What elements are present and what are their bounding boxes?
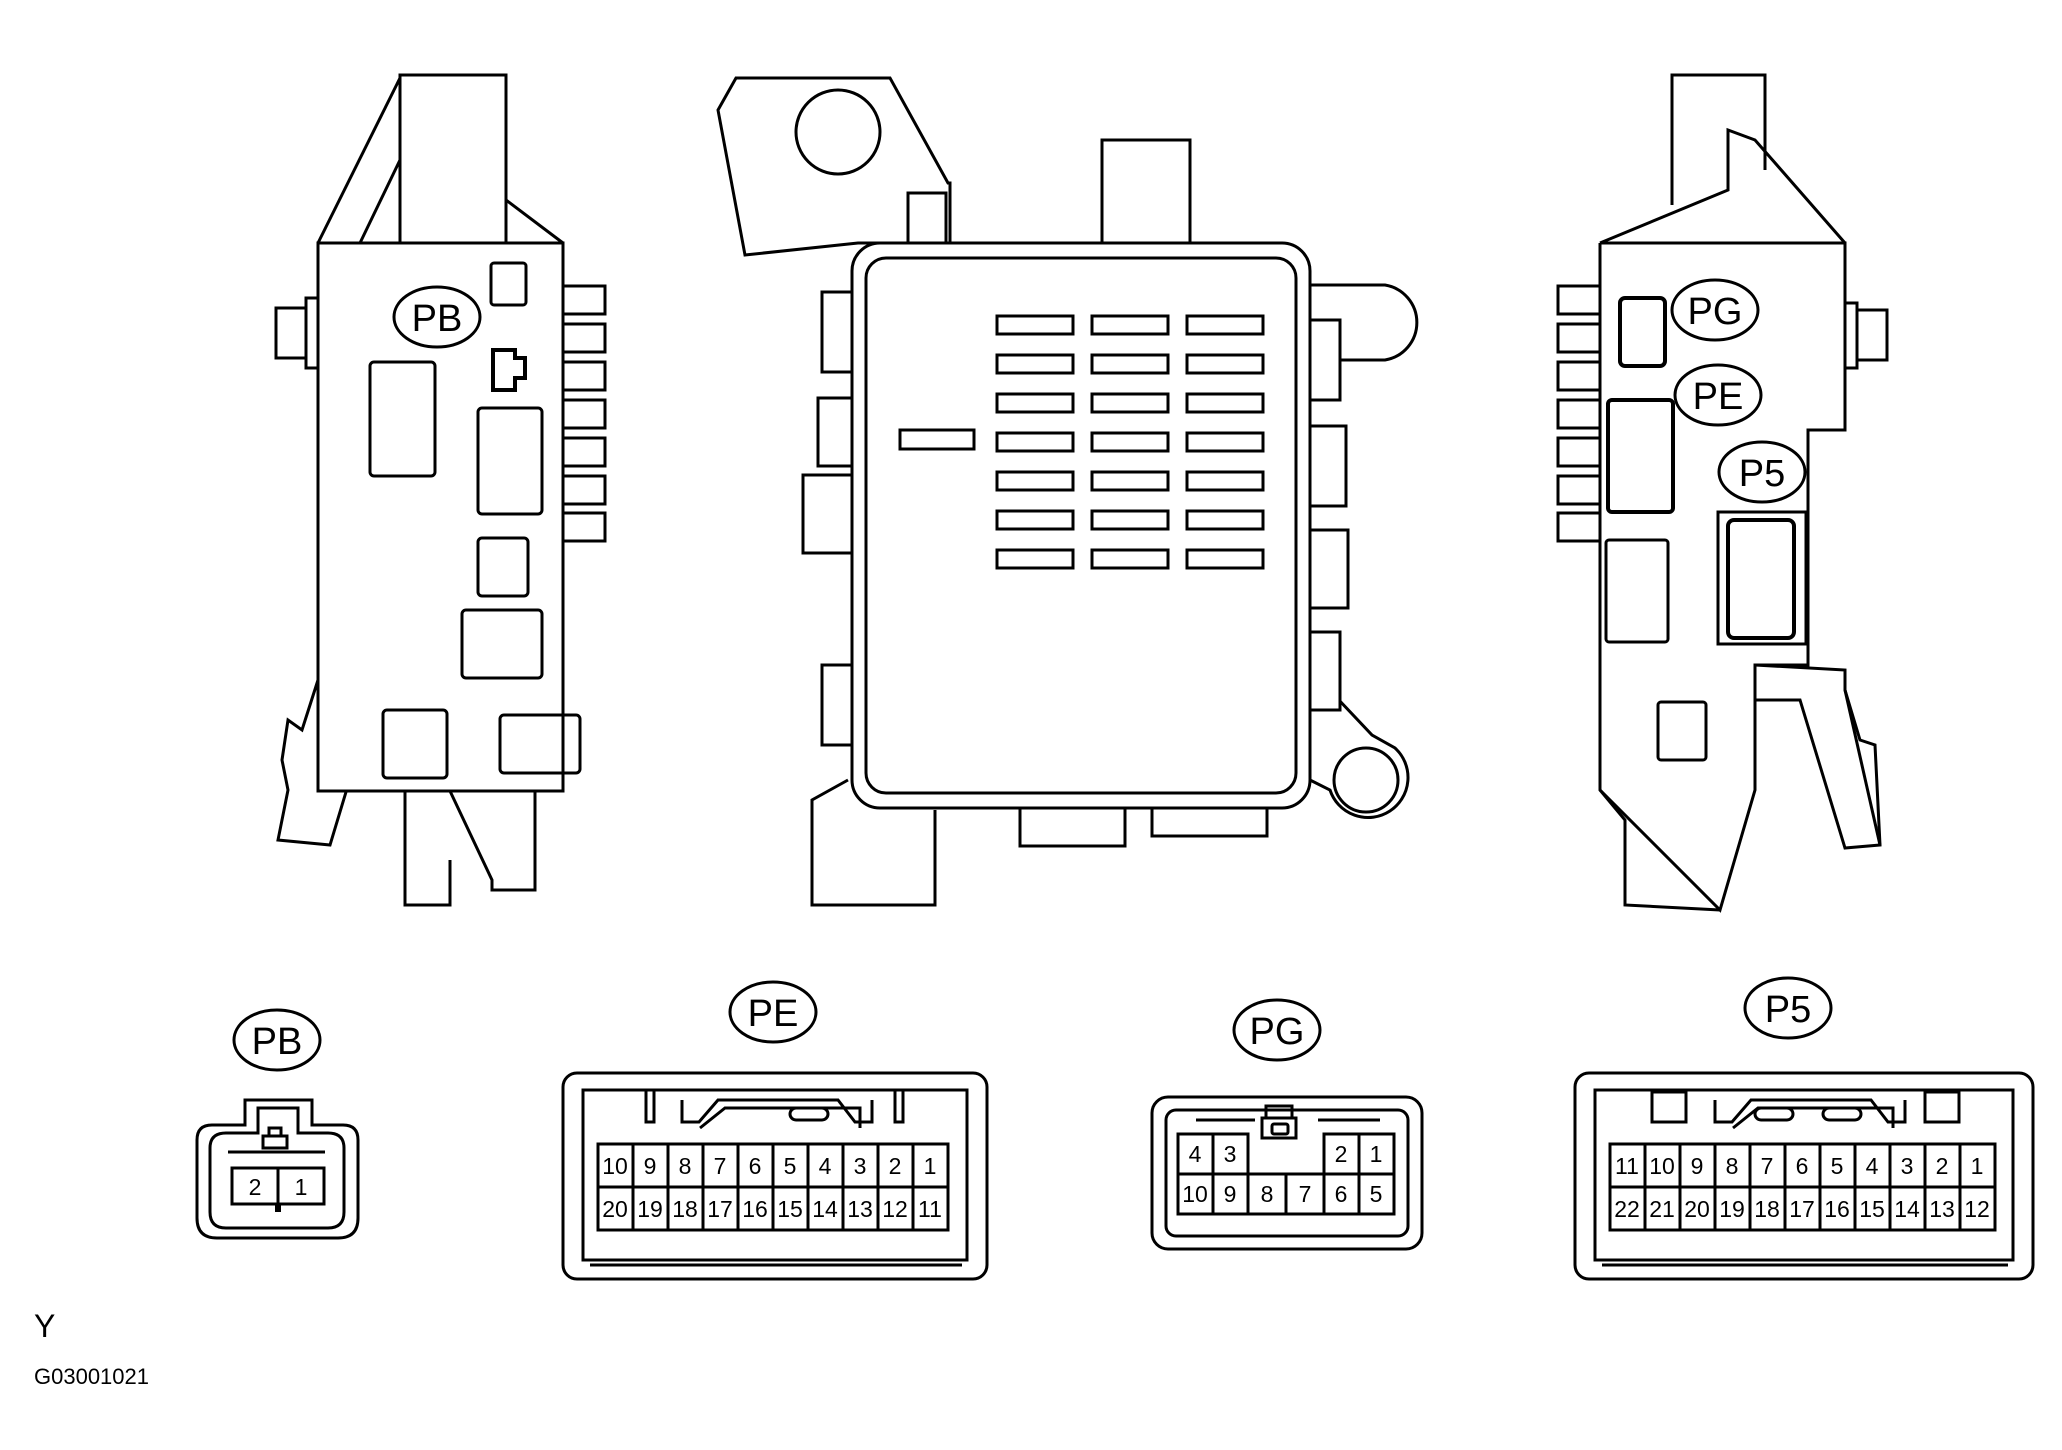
connector-pe-label: PE [748,993,799,1035]
connector-pe-pin: 4 [819,1153,832,1179]
callout-pb-left: PB [392,285,482,349]
figure-code: G03001021 [34,1364,149,1389]
connector-p5: P5 11 10 9 8 7 6 5 4 3 2 1 22 21 20 [1573,976,2035,1281]
connector-pg-pin: 10 [1182,1181,1208,1207]
connector-p5-pin: 6 [1796,1153,1809,1179]
callout-pe-right-label: PE [1693,376,1744,418]
connector-p5-pin: 11 [1615,1153,1639,1179]
connector-pe-pin: 6 [749,1153,762,1179]
connector-pe-pin: 19 [637,1196,663,1222]
connector-pe-pin: 2 [889,1153,902,1179]
connector-p5-pin: 18 [1754,1196,1780,1222]
connector-p5-pin: 7 [1761,1153,1774,1179]
connector-pe-pin: 13 [847,1196,873,1222]
connector-pb-label: PB [252,1021,303,1063]
connector-p5-pin: 8 [1726,1153,1739,1179]
connector-p5-pin: 19 [1719,1196,1745,1222]
connector-pe-pin: 9 [644,1153,657,1179]
connector-p5-pin: 1 [1971,1153,1984,1179]
connector-p5-pin: 15 [1859,1196,1885,1222]
connector-p5-pin: 5 [1831,1153,1844,1179]
connector-pg-pin: 1 [1370,1141,1383,1167]
connector-p5-pin: 14 [1894,1196,1920,1222]
connector-pe-pin: 11 [918,1196,942,1222]
connector-pg-pin: 7 [1299,1181,1312,1207]
connector-pe-pin: 18 [672,1196,698,1222]
left-junction-block [274,73,607,907]
connector-pg-pins: 4 3 2 1 10 9 8 7 6 5 [1176,1132,1396,1216]
callout-pe-right: PE [1673,363,1763,427]
connector-pe-pins: 10 9 8 7 6 5 4 3 2 1 20 19 18 17 16 15 1… [596,1142,950,1232]
connector-p5-pin: 10 [1649,1153,1675,1179]
connector-pb-pin: 1 [295,1174,308,1200]
connector-pg-pin: 8 [1261,1181,1274,1207]
fuse-grid [995,314,1265,570]
connector-pg-pin: 4 [1189,1141,1202,1167]
callout-pg-right: PG [1670,278,1760,342]
connector-pe-pin: 12 [882,1196,908,1222]
connector-pe-pin: 5 [784,1153,797,1179]
connector-pe-pin: 16 [742,1196,768,1222]
connector-p5-label: P5 [1765,989,1811,1031]
connector-pe-pin: 17 [707,1196,733,1222]
connector-p5-pin: 13 [1929,1196,1955,1222]
connector-p5-pin: 17 [1789,1196,1815,1222]
connector-pe-pin: 8 [679,1153,692,1179]
connector-pe-pin: 3 [854,1153,867,1179]
connector-pb: PB 2 1 [195,1008,360,1240]
connector-pg-label: PG [1250,1011,1305,1053]
callout-p5-right-label: P5 [1739,453,1785,495]
connector-pg-pin: 6 [1335,1181,1348,1207]
center-junction-block [716,76,1419,907]
connector-pg-pin: 5 [1370,1181,1383,1207]
connector-pb-pin: 2 [249,1174,262,1200]
connector-p5-pin: 16 [1824,1196,1850,1222]
connector-pg-pin: 3 [1224,1141,1237,1167]
connector-pe-pin: 10 [602,1153,628,1179]
connector-pe: PE 10 9 8 7 6 5 4 3 2 1 20 19 18 17 16 [561,980,989,1281]
right-junction-block [1556,73,1889,913]
connector-pe-pin: 14 [812,1196,838,1222]
connector-p5-pin: 4 [1866,1153,1879,1179]
connector-pg: PG 4 3 2 1 10 9 8 7 6 5 [1150,998,1424,1251]
connector-pe-pin: 1 [924,1153,937,1179]
connector-pg-pin: 9 [1224,1181,1237,1207]
connector-p5-pins: 11 10 9 8 7 6 5 4 3 2 1 22 21 20 19 18 1… [1608,1142,1997,1232]
connector-p5-pin: 2 [1936,1153,1949,1179]
connector-pe-pin: 20 [602,1196,628,1222]
connector-pg-pin: 2 [1335,1141,1348,1167]
connector-p5-pin: 22 [1614,1196,1640,1222]
connector-p5-pin: 3 [1901,1153,1914,1179]
connector-p5-pin: 9 [1691,1153,1704,1179]
callout-pg-right-label: PG [1688,291,1743,333]
connector-pe-pin: 7 [714,1153,727,1179]
connector-pe-pin: 15 [777,1196,803,1222]
callout-p5-right: P5 [1717,440,1807,504]
view-letter: Y [34,1308,55,1344]
connector-p5-pin: 21 [1649,1196,1675,1222]
connector-p5-pin: 20 [1684,1196,1710,1222]
connector-p5-pin: 12 [1964,1196,1990,1222]
callout-pb-left-label: PB [412,298,463,340]
